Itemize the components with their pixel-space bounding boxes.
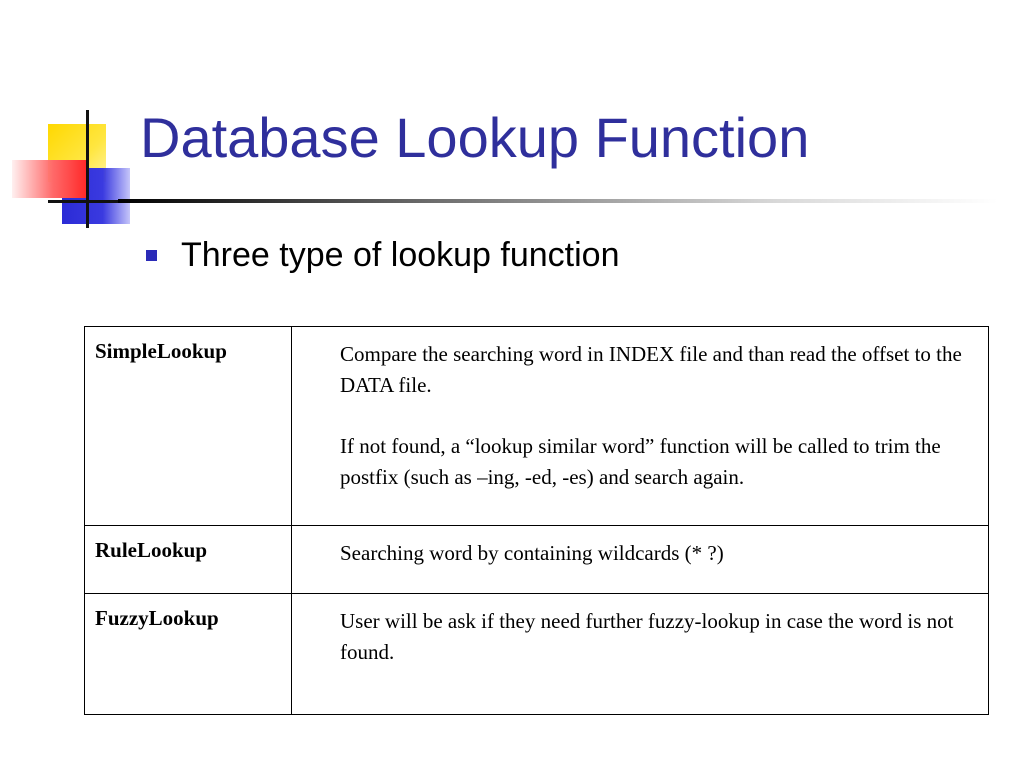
bullet-text: Three type of lookup function <box>181 236 620 274</box>
slide-title: Database Lookup Function <box>140 106 810 169</box>
table-row: SimpleLookup Compare the searching word … <box>84 326 989 526</box>
description-paragraph: User will be ask if they need further fu… <box>340 609 954 664</box>
description-paragraph: If not found, a “lookup similar word” fu… <box>340 434 941 489</box>
lookup-description: Searching word by containing wildcards (… <box>291 525 989 594</box>
lookup-name: FuzzyLookup <box>84 593 292 715</box>
horizontal-line <box>48 200 118 203</box>
red-square <box>12 160 86 198</box>
lookup-description: User will be ask if they need further fu… <box>291 593 989 715</box>
title-underline <box>118 199 998 203</box>
square-bullet-icon <box>146 250 157 261</box>
table-row: RuleLookup Searching word by containing … <box>84 525 989 594</box>
lookup-name: SimpleLookup <box>84 326 292 526</box>
lookup-description: Compare the searching word in INDEX file… <box>291 326 989 526</box>
vertical-line <box>86 110 89 228</box>
lookup-name: RuleLookup <box>84 525 292 594</box>
bullet-item: Three type of lookup function <box>146 236 620 275</box>
lookup-table: SimpleLookup Compare the searching word … <box>84 326 989 715</box>
description-paragraph: Compare the searching word in INDEX file… <box>340 342 962 397</box>
table-row: FuzzyLookup User will be ask if they nee… <box>84 593 989 715</box>
description-paragraph: Searching word by containing wildcards (… <box>340 541 724 565</box>
